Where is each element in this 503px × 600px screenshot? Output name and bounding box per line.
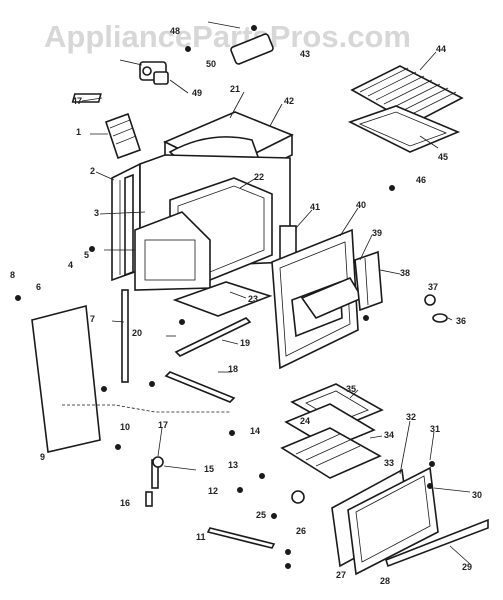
callout-48: 48 bbox=[170, 26, 180, 36]
oven-body bbox=[111, 111, 294, 317]
callout-26: 26 bbox=[296, 526, 306, 536]
callout-49: 49 bbox=[192, 88, 202, 98]
callout-9: 9 bbox=[40, 452, 45, 462]
callout-25: 25 bbox=[256, 510, 266, 520]
part-1-heat-shield bbox=[104, 112, 142, 160]
callout-7: 7 bbox=[90, 314, 95, 324]
callout-16: 16 bbox=[120, 498, 130, 508]
oven-door-assembly bbox=[271, 228, 383, 370]
part-7-trim-strip bbox=[121, 289, 129, 383]
callout-20: 20 bbox=[132, 328, 142, 338]
part-19-rail bbox=[174, 317, 252, 357]
callout-50: 50 bbox=[206, 59, 216, 69]
callout-40: 40 bbox=[356, 200, 366, 210]
part-37-knob bbox=[424, 294, 436, 306]
callout-24: 24 bbox=[300, 416, 310, 426]
callout-32: 32 bbox=[406, 412, 416, 422]
callout-11: 11 bbox=[196, 532, 206, 542]
callout-15: 15 bbox=[204, 464, 214, 474]
callout-22: 22 bbox=[254, 172, 264, 182]
watermark-text: AppliancePartsPros.com bbox=[44, 19, 411, 54]
callout-leaders bbox=[81, 51, 471, 565]
callout-5: 5 bbox=[84, 250, 89, 260]
callout-1: 1 bbox=[76, 127, 81, 137]
callout-36: 36 bbox=[456, 316, 466, 326]
callout-42: 42 bbox=[284, 96, 294, 106]
callout-30: 30 bbox=[472, 490, 482, 500]
callout-14: 14 bbox=[250, 426, 260, 436]
leader-lines bbox=[62, 404, 230, 413]
callout-37: 37 bbox=[428, 282, 438, 292]
callout-38: 38 bbox=[400, 268, 410, 278]
callout-34: 34 bbox=[384, 430, 394, 440]
callout-44: 44 bbox=[436, 44, 446, 54]
callout-45: 45 bbox=[438, 152, 448, 162]
callout-2: 2 bbox=[90, 166, 95, 176]
callout-29: 29 bbox=[462, 562, 472, 572]
callout-3: 3 bbox=[94, 208, 99, 218]
callout-12: 12 bbox=[208, 486, 218, 496]
top-valve-assembly bbox=[119, 21, 274, 94]
callout-33: 33 bbox=[384, 458, 394, 468]
callout-43: 43 bbox=[300, 49, 310, 59]
part-9-side-panel bbox=[31, 304, 101, 453]
igniter-parts bbox=[145, 456, 197, 507]
part-26-spring bbox=[291, 490, 305, 504]
callout-13: 13 bbox=[228, 460, 238, 470]
callout-46: 46 bbox=[416, 175, 426, 185]
broiler-assembly bbox=[280, 383, 384, 479]
callout-35: 35 bbox=[346, 384, 356, 394]
callout-27: 27 bbox=[336, 570, 346, 580]
callout-8: 8 bbox=[10, 270, 15, 280]
callout-4: 4 bbox=[68, 260, 73, 270]
callout-10: 10 bbox=[120, 422, 130, 432]
screws bbox=[15, 185, 435, 569]
callout-47: 47 bbox=[72, 96, 82, 106]
callout-labels: 1 2 3 4 5 6 7 8 9 10 11 12 13 14 15 16 1… bbox=[10, 26, 482, 586]
callout-41: 41 bbox=[310, 202, 320, 212]
callout-17: 17 bbox=[158, 420, 168, 430]
callout-39: 39 bbox=[372, 228, 382, 238]
part-45-broil-pan bbox=[347, 105, 461, 153]
callout-21: 21 bbox=[230, 84, 240, 94]
part-36-cap bbox=[432, 313, 448, 323]
drawer-assembly bbox=[331, 466, 489, 576]
callout-18: 18 bbox=[228, 364, 238, 374]
part-18-rail bbox=[164, 371, 236, 403]
callout-6: 6 bbox=[36, 282, 41, 292]
callout-23: 23 bbox=[248, 294, 258, 304]
callout-19: 19 bbox=[240, 338, 250, 348]
part-11-rod bbox=[206, 527, 276, 549]
callout-28: 28 bbox=[380, 576, 390, 586]
callout-31: 31 bbox=[430, 424, 440, 434]
